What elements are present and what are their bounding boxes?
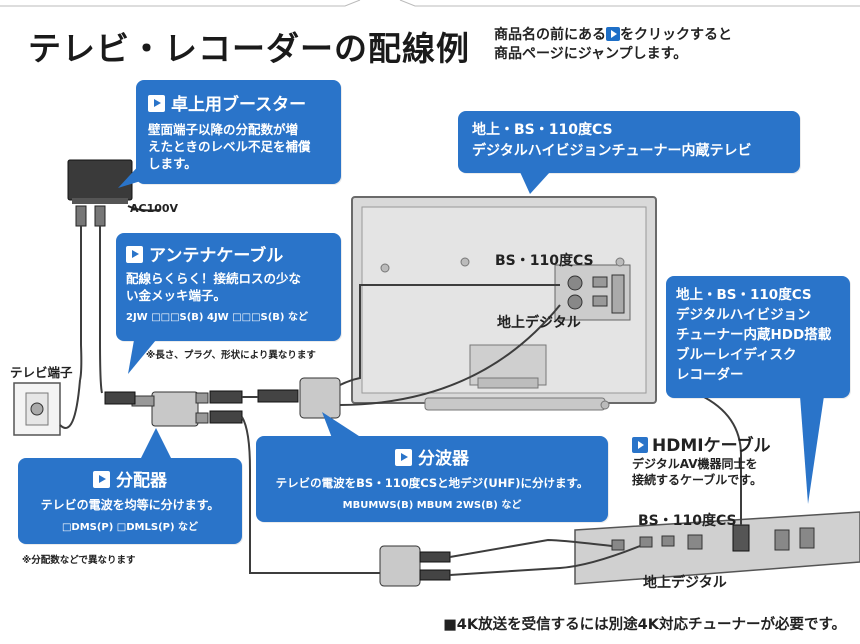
hint-text-after: をクリックすると — [620, 27, 732, 43]
antenna-cable-models: 2JW □□□S(B) 4JW □□□S(B) など — [126, 312, 308, 323]
separator-callout-tail — [322, 412, 362, 438]
hdmi-desc-line: 接続するケーブルです。 — [632, 473, 763, 487]
distributor-note: ※分配数などで異なります — [22, 555, 136, 566]
distributor-models: □DMS(P) □DMLS(P) など — [61, 522, 199, 533]
recorder-desc-line: チューナー内蔵HDD搭載 — [676, 327, 832, 343]
footer-note: ■4K放送を受信するには別途4K対応チューナーが必要です。 — [443, 617, 846, 633]
tv-back-illustration — [351, 196, 657, 411]
distributor-link[interactable]: 分配器 — [28, 466, 232, 491]
tv-terrestrial-label: 地上デジタル — [497, 315, 581, 331]
wall-outlet-label: テレビ端子 — [10, 365, 73, 380]
booster-callout: 卓上用ブースター 壁面端子以降の分配数が増 えたときのレベル不足を補償 します。 — [136, 80, 341, 184]
antenna-cable-desc-line: 配線らくらく！接続ロスの少な — [126, 271, 302, 286]
separator-tv-illustration — [257, 377, 341, 419]
distributor-callout: 分配器 テレビの電波を均等に分けます。 □DMS(P) □DMLS(P) など — [18, 458, 242, 544]
booster-callout-tail — [118, 160, 144, 188]
booster-desc-line: 壁面端子以降の分配数が増 — [148, 122, 299, 137]
distributor-callout-tail — [140, 428, 172, 460]
distributor-illustration — [104, 390, 243, 427]
antenna-cable-desc-line: い金メッキ端子。 — [126, 288, 227, 303]
power-label: AC100V — [130, 202, 179, 215]
booster-title[interactable]: 卓上用ブースター — [171, 95, 307, 115]
hint-text-line2: 商品ページにジャンプします。 — [494, 46, 688, 62]
recorder-desc-line: レコーダー — [676, 367, 744, 383]
wall-outlet-illustration — [13, 382, 61, 436]
cables — [59, 226, 742, 576]
separator-callout: 分波器 テレビの電波をBS・110度CSと地デジ(UHF)に分けます。 MBUM… — [256, 436, 608, 522]
usage-hint: 商品名の前にあるをクリックすると 商品ページにジャンプします。 — [494, 26, 814, 64]
antenna-note: ※長さ、プラグ、形状により異なります — [146, 350, 316, 361]
play-icon — [606, 27, 620, 41]
antenna-cable-link[interactable]: アンテナケーブル — [126, 241, 331, 266]
play-icon[interactable] — [93, 471, 110, 488]
recorder-desc-line: デジタルハイビジョン — [676, 307, 811, 323]
recorder-illustration — [574, 511, 860, 585]
antenna-cable-title[interactable]: アンテナケーブル — [149, 246, 284, 266]
hint-text-before: 商品名の前にある — [494, 27, 606, 43]
recorder-bs-label: BS・110度CS — [638, 513, 737, 529]
booster-desc-line: します。 — [148, 156, 197, 171]
tv-desc-line: 地上・BS・110度CS — [472, 122, 613, 138]
play-icon[interactable] — [395, 449, 412, 466]
antenna-cable-callout: アンテナケーブル 配線らくらく！接続ロスの少な い金メッキ端子。 2JW □□□… — [116, 233, 341, 341]
tv-desc-line: デジタルハイビジョンチューナー内蔵テレビ — [472, 143, 752, 159]
play-icon[interactable] — [126, 246, 143, 263]
hdmi-title[interactable]: HDMIケーブル — [652, 436, 771, 456]
separator-models: MBUMWS(B) MBUM 2WS(B) など — [342, 500, 522, 511]
booster-desc-line: えたときのレベル不足を補償 — [148, 139, 311, 154]
separator-desc: テレビの電波をBS・110度CSと地デジ(UHF)に分けます。 — [275, 476, 589, 490]
separator-link[interactable]: 分波器 — [266, 444, 598, 469]
hdmi-desc: デジタルAV機器同士を 接続するケーブルです。 — [632, 456, 762, 488]
booster-link[interactable]: 卓上用ブースター — [148, 90, 329, 115]
play-icon[interactable] — [148, 95, 165, 112]
separator-title[interactable]: 分波器 — [418, 449, 469, 469]
frame-edge — [0, 0, 860, 7]
recorder-desc-line: ブルーレイディスク — [676, 347, 797, 363]
distributor-title[interactable]: 分配器 — [116, 471, 167, 491]
booster-illustration — [67, 159, 161, 227]
tv-callout-tail — [520, 172, 550, 194]
tv-callout: 地上・BS・110度CS デジタルハイビジョンチューナー内蔵テレビ — [458, 111, 800, 173]
antenna-cable-callout-tail — [128, 340, 156, 374]
hdmi-desc-line: デジタルAV機器同士を — [632, 457, 758, 471]
recorder-callout-tail — [800, 396, 824, 504]
separator-recorder-illustration — [379, 545, 451, 587]
hdmi-link[interactable]: HDMIケーブル — [632, 431, 771, 456]
distributor-desc: テレビの電波を均等に分けます。 — [40, 498, 220, 512]
recorder-terrestrial-label: 地上デジタル — [643, 575, 727, 591]
play-icon[interactable] — [632, 437, 648, 453]
tv-bs-label: BS・110度CS — [495, 253, 594, 269]
page-title: テレビ・レコーダーの配線例 — [28, 29, 470, 68]
recorder-callout: 地上・BS・110度CS デジタルハイビジョン チューナー内蔵HDD搭載 ブルー… — [666, 276, 850, 398]
recorder-desc-line: 地上・BS・110度CS — [676, 287, 812, 303]
